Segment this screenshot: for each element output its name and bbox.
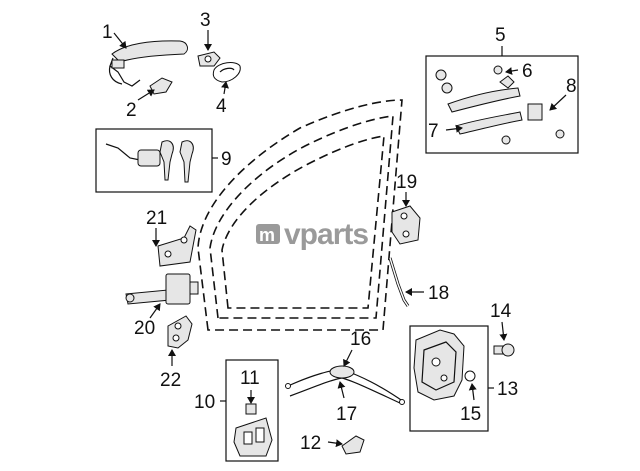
vparts-watermark: m vparts [256,218,369,251]
callout-7: 7 [428,121,439,142]
door-cables[interactable] [285,349,405,405]
callout-8: 8 [566,76,577,97]
door-outline [197,99,403,331]
callout-4: 4 [216,96,227,117]
watermark-logo-mark: m [259,225,275,245]
callout-13: 13 [497,379,518,400]
callout-15: 15 [460,404,481,425]
upper-door-hinge[interactable] [152,225,197,267]
callout-16: 16 [350,329,371,350]
handle-cover[interactable] [137,77,173,101]
callout-2: 2 [126,100,137,121]
callout-1: 1 [102,22,113,43]
callout-22: 22 [160,370,181,391]
inside-handle-assembly[interactable] [435,65,567,145]
lock-rod[interactable] [388,257,424,307]
callout-3: 3 [200,10,211,31]
lock-cylinder-box [95,128,213,193]
callout-19: 19 [396,172,417,193]
callout-20: 20 [134,318,155,339]
callout-15-leader [468,383,477,401]
callout-6: 6 [522,61,533,82]
callout-11: 11 [240,368,260,389]
handle-cap[interactable] [327,435,365,455]
callout-14: 14 [490,301,512,322]
door-striker[interactable] [391,192,421,245]
callout-5: 5 [495,25,506,46]
callout-12: 12 [300,433,321,454]
door-check[interactable] [125,273,199,319]
callout-10: 10 [194,392,215,413]
door-lock-actuator[interactable] [413,329,476,401]
lock-actuator-box [409,325,489,432]
watermark-brand: vparts [284,218,368,251]
lock-cylinder-and-keys[interactable] [105,140,194,183]
callout-17: 17 [336,404,357,425]
callout-9: 9 [221,149,232,170]
callout-21: 21 [146,208,167,229]
handle-clip[interactable] [197,30,221,67]
callout-18: 18 [428,283,449,304]
actuator-screw[interactable] [493,321,515,357]
handle-frame-box [225,359,279,462]
outside-door-handle[interactable] [108,32,188,87]
lower-door-hinge[interactable] [167,315,193,366]
outside-handle-frame[interactable] [233,390,273,457]
handle-gasket[interactable] [212,62,241,95]
